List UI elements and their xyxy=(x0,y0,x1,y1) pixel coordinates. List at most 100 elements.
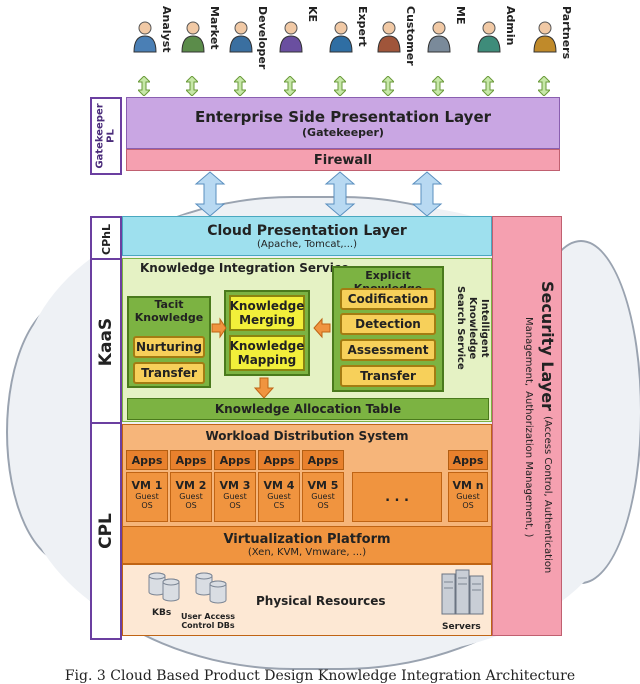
knowledge-merging: Knowledge Merging xyxy=(229,295,305,331)
person-icon xyxy=(181,21,205,53)
vm-guest: Guest xyxy=(135,492,159,501)
vm-guest: Guest xyxy=(456,492,480,501)
actor-admin: Admin xyxy=(474,6,530,94)
tacit-nurturing: Nurturing xyxy=(133,336,205,358)
search-line3: Search Service xyxy=(455,286,466,370)
gatekeeper-label-line1: Gatekeeper xyxy=(95,103,106,169)
mapping-l2: Mapping xyxy=(237,353,297,367)
firewall-cloud-arrows xyxy=(194,171,443,217)
person-icon xyxy=(533,21,557,53)
actor-arrow-ke xyxy=(284,76,296,96)
apps-box: Apps xyxy=(448,450,488,470)
arrow-explicit-to-merge xyxy=(313,317,331,339)
actor-partners: Partners xyxy=(530,6,586,94)
actor-arrow-developer xyxy=(234,76,246,96)
tacit-title: Tacit Knowledge xyxy=(127,298,211,324)
kbs-icon xyxy=(148,572,180,602)
ellipsis-text: . . . xyxy=(385,489,409,505)
vm-os: OS xyxy=(317,501,329,510)
actor-customer: Customer xyxy=(374,6,430,94)
tacit-transfer: Transfer xyxy=(133,362,205,384)
vm-guest: Guest xyxy=(267,492,291,501)
cpl-label: CPL xyxy=(90,422,122,640)
knowledge-mapping: Knowledge Mapping xyxy=(229,335,305,371)
arrow-tacit-to-merge xyxy=(211,317,227,339)
figure-caption: Fig. 3 Cloud Based Product Design Knowle… xyxy=(64,668,576,684)
person-icon xyxy=(477,21,501,53)
mapping-l1: Knowledge xyxy=(229,339,305,353)
vm-guest: Guest xyxy=(311,492,335,501)
physical-resources xyxy=(122,564,492,636)
actor-market: Market xyxy=(178,6,234,94)
kaas-text: KaaS xyxy=(96,317,116,367)
actor-name: KE xyxy=(306,6,319,23)
actor-expert: Expert xyxy=(326,6,382,94)
search-service: Intelligent Knowledge Search Service xyxy=(448,266,490,390)
actor-name: Partners xyxy=(560,6,573,60)
person-icon xyxy=(427,21,451,53)
kbs-label: KBs xyxy=(152,608,172,618)
vm-os: OS xyxy=(462,501,474,510)
apps-box: Apps xyxy=(302,450,344,470)
vm-os: OS xyxy=(229,501,241,510)
apps-box: Apps xyxy=(258,450,300,470)
double-arrow-3 xyxy=(411,171,443,217)
allocation-label: Knowledge Allocation Table xyxy=(214,402,402,416)
cloud-presentation-layer: Cloud Presentation Layer (Apache, Tomcat… xyxy=(122,216,492,256)
actor-arrow-admin xyxy=(482,76,494,96)
vm-name: VM 1 xyxy=(131,479,163,492)
cpl-text: CPL xyxy=(96,513,116,549)
vm-guest: Guest xyxy=(223,492,247,501)
virtualization-subtitle: (Xen, KVM, Vmware, ...) xyxy=(247,547,367,558)
apps-box: Apps xyxy=(170,450,212,470)
workload-distribution: Workload Distribution System xyxy=(122,426,492,446)
apps-box: Apps xyxy=(126,450,168,470)
security-subtitle-1: (Access Control, Authentication Manageme… xyxy=(523,316,553,574)
vm-os: OS xyxy=(141,501,153,510)
ua-line1: User Access xyxy=(180,612,236,621)
servers-label: Servers xyxy=(442,622,481,632)
cphl-label: CPhL xyxy=(90,216,122,262)
search-line1: Intelligent xyxy=(479,298,490,358)
actor-arrow-expert xyxy=(334,76,346,96)
vm-name: VM 3 xyxy=(219,479,251,492)
physical-title: Physical Resources xyxy=(256,594,386,608)
actor-name: Expert xyxy=(356,6,369,47)
vm-name: VM 4 xyxy=(263,479,295,492)
kaas-label: KaaS xyxy=(90,258,122,426)
enterprise-title: Enterprise Side Presentation Layer xyxy=(194,107,492,126)
arrow-merge-to-allocation xyxy=(253,377,275,399)
person-icon xyxy=(229,21,253,53)
actor-me: ME xyxy=(424,6,480,94)
merging-l1: Knowledge xyxy=(229,299,305,313)
security-text-group: Security Layer (Access Control, Authenti… xyxy=(497,257,557,597)
actor-arrow-customer xyxy=(382,76,394,96)
actor-developer: Developer xyxy=(226,6,282,94)
actor-arrow-partners xyxy=(538,76,550,96)
workload-label: Workload Distribution System xyxy=(205,429,409,443)
person-icon xyxy=(279,21,303,53)
gatekeeper-pl-label: Gatekeeper PL xyxy=(90,97,122,175)
actor-ke: KE xyxy=(276,6,332,94)
person-icon xyxy=(377,21,401,53)
virtualization-title: Virtualization Platform xyxy=(223,532,391,547)
gatekeeper-label-line2: PL xyxy=(106,129,117,143)
vm-name: VM 5 xyxy=(307,479,339,492)
tacit-title-2: Knowledge xyxy=(134,311,204,324)
actor-name: Developer xyxy=(256,6,269,70)
kis-arrows xyxy=(211,317,331,399)
actor-analyst: Analyst xyxy=(130,6,186,94)
user-access-db-icon xyxy=(195,572,227,604)
apps-box: Apps xyxy=(214,450,256,470)
virtualization-platform: Virtualization Platform (Xen, KVM, Vmwar… xyxy=(122,526,492,564)
security-subtitle-2: Authorization Management, ) xyxy=(523,390,534,538)
vm-guest: Guest xyxy=(179,492,203,501)
firewall-layer: Firewall xyxy=(126,149,560,171)
explicit-transfer: Transfer xyxy=(340,365,436,387)
ua-line2: Control DBs xyxy=(181,621,235,630)
enterprise-presentation-layer: Enterprise Side Presentation Layer (Gate… xyxy=(126,97,560,149)
